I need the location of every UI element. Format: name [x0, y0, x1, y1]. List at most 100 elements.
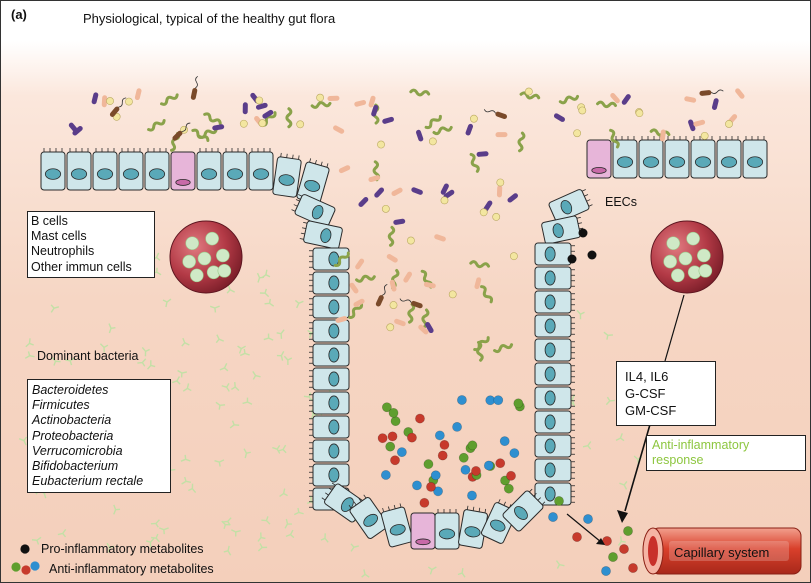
tissue-cell-mark [188, 483, 197, 494]
anti-inflammatory-metabolite [412, 480, 422, 491]
anti-inflammatory-metabolite [548, 512, 558, 522]
anti-inflammatory-metabolite [471, 466, 481, 476]
tissue-cell-mark [18, 436, 28, 446]
microvillus [541, 501, 546, 505]
anti-inflammatory-metabolite [583, 514, 593, 524]
bacteria-chain [203, 112, 222, 125]
bacteria-rod-pale [353, 298, 365, 308]
bacteria-coccus [377, 140, 385, 149]
microvillus [466, 505, 469, 510]
bacteria-chain [558, 94, 580, 105]
bacterium-body [495, 111, 508, 120]
epithelial-cell [248, 148, 274, 191]
bacteria-chain [387, 225, 396, 247]
anti-inflammatory-metabolite [467, 440, 478, 451]
cell-nucleus [328, 419, 340, 435]
tissue-cell-mark [263, 333, 274, 341]
microvillus [382, 507, 385, 513]
cell-nucleus [544, 342, 556, 358]
anti-inflammatory-metabolite [387, 431, 398, 442]
microvillus [295, 199, 300, 202]
immune-cell-granule [686, 231, 700, 246]
bacteria-rod [483, 200, 493, 212]
anti-inflammatory-metabolite [458, 452, 469, 463]
tissue-cell-mark [285, 529, 295, 539]
bacteria-chain [355, 274, 376, 283]
immune-cell-item: Mast cells [31, 229, 87, 244]
bacteria-rod [242, 102, 248, 115]
bacteria-rod-pale [389, 279, 397, 292]
flagellated-bacterium [172, 122, 191, 141]
cell-nucleus [544, 246, 556, 262]
pro-inflammatory-metabolite [587, 250, 597, 260]
microvillus [292, 154, 294, 159]
epithelial-cell [434, 509, 460, 550]
tissue-cell-mark [31, 536, 42, 545]
tissue-cell-mark [141, 346, 150, 357]
anti-inflammatory-metabolite [396, 447, 407, 458]
capillary-tube [642, 527, 802, 575]
goblet-nucleus [175, 178, 191, 186]
epithelial-cell [534, 410, 575, 434]
tissue-cell-mark [457, 568, 466, 578]
capillary-label: Capillary system [674, 545, 770, 560]
anti-inflammatory-metabolite [415, 413, 425, 424]
anti-inflammatory-metabolite [608, 552, 618, 562]
immune-cell-granule [182, 254, 196, 269]
bacteria-rod [374, 187, 385, 198]
bacteria-rod-pale [335, 316, 348, 323]
bacteria-chain [469, 260, 491, 269]
bacteria-rod [476, 151, 489, 157]
bacteria-item: Actinobacteria [32, 413, 112, 428]
bacteria-rod-pale [368, 175, 381, 183]
cell-nucleus [544, 390, 556, 406]
microvillus [299, 238, 304, 240]
legend-pro-inflammatory-label: Pro-inflammatory metabolites [41, 542, 204, 556]
anti-inflammatory-metabolite [390, 455, 400, 466]
bacteria-rod-pale [418, 324, 429, 335]
epithelial-cell [548, 189, 593, 223]
tissue-cell-mark [182, 383, 192, 392]
bacteria-coccus [406, 236, 415, 245]
bacteria-chain [649, 128, 671, 137]
tissue-cell-mark [162, 298, 172, 308]
anti-inflammatory-metabolite [385, 441, 396, 452]
anti-inflammatory-metabolite [407, 432, 417, 443]
tissue-cell-mark [223, 545, 232, 556]
bacteria-rod-pale [693, 119, 706, 127]
eecs-label: EECs [605, 195, 637, 209]
arrow-head [617, 510, 628, 523]
cell-nucleus [544, 270, 556, 286]
immune-cell-granule [666, 236, 681, 251]
flagellated-bacterium [699, 89, 724, 96]
tissue-cell-mark [65, 357, 75, 366]
epithelial-cell [742, 136, 768, 179]
flagellated-bacterium [375, 284, 388, 307]
tissue-cell-mark [177, 369, 188, 378]
cytokine-item: GM-CSF [625, 403, 677, 418]
tissue-cell-mark [113, 504, 121, 515]
anti-inflammatory-metabolite [381, 402, 392, 413]
bacteria-rod-pale [610, 92, 620, 104]
legend-anti-inflammatory-dot [30, 561, 40, 571]
flagellum [382, 284, 388, 296]
cell-nucleus [44, 168, 62, 180]
bacteria-rod-pale [333, 125, 345, 134]
microvillus [358, 498, 362, 502]
bacteria-coccus [578, 106, 587, 115]
bacteria-rod-pale [134, 88, 142, 101]
immune-cell-granule [678, 251, 693, 266]
bacteria-coccus [258, 119, 267, 128]
epithelial-cell [309, 295, 350, 319]
cell-nucleus [252, 168, 270, 180]
bacteria-rod [68, 122, 79, 134]
cell-nucleus [720, 156, 738, 168]
tissue-cell-mark [137, 358, 147, 367]
cell-nucleus [328, 275, 340, 291]
microvillus [326, 163, 329, 168]
microvillus [303, 221, 308, 224]
legend-pro-inflammatory-dot [20, 544, 30, 554]
microvillus [576, 216, 581, 219]
anti-inflammatory-metabolite [439, 440, 450, 450]
epithelial-cell [534, 242, 575, 266]
